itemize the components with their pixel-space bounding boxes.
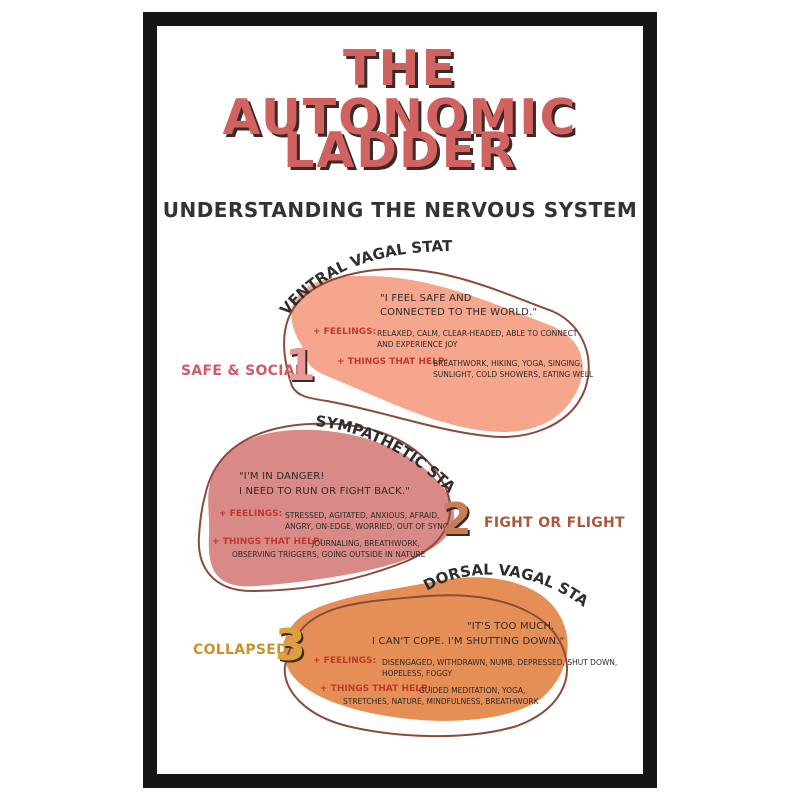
feelings-3-line-1: DISENGAGED, WITHDRAWN, NUMB, DEPRESSED, … (382, 658, 618, 667)
ventral-blob (291, 275, 583, 432)
feelings-label-2: + FEELINGS: (219, 509, 283, 519)
help-row-2: + THINGS THAT HELP: (212, 536, 323, 548)
subtitle: UNDERSTANDING THE NERVOUS SYSTEM (162, 198, 638, 222)
sympathetic-blob (208, 429, 454, 587)
number-1: 1 (285, 340, 316, 391)
blob-shapes: VENTRAL VAGAL STATE SYMPATHETIC STATE DO… (157, 26, 592, 738)
feelings-label-1: + FEELINGS: (313, 327, 377, 337)
quote-3-line-2: I CAN'T COPE. I'M SHUTTING DOWN." (372, 636, 565, 647)
help-2-line-2: OBSERVING TRIGGERS, GOING OUTSIDE IN NAT… (232, 550, 426, 559)
help-label-1: + THINGS THAT HELP: (337, 357, 449, 367)
feelings-label-3: + FEELINGS: (313, 656, 377, 666)
feelings-row-1: + FEELINGS: (313, 326, 376, 338)
help-row-3: + THINGS THAT HELP: (320, 683, 431, 695)
quote-1-line-2: CONNECTED TO THE WORLD." (380, 307, 538, 318)
feelings-1-line-2: AND EXPERIENCE JOY (377, 340, 458, 349)
help-1-line-2: SUNLIGHT, COLD SHOWERS, EATING WELL (433, 370, 594, 379)
help-label-3: + THINGS THAT HELP: (320, 684, 432, 694)
feelings-3-line-2: HOPELESS, FOGGY (382, 669, 453, 678)
title-line-2: LADDER (283, 122, 517, 179)
poster: VENTRAL VAGAL STATE SYMPATHETIC STATE DO… (157, 26, 643, 774)
help-1-line-1: BREATHWORK, HIKING, YOGA, SINGING, (433, 359, 583, 368)
feelings-row-3: + FEELINGS: (313, 655, 376, 667)
quote-2-line-1: "I'M IN DANGER! (239, 471, 325, 482)
quote-3-line-1: "IT'S TOO MUCH. (467, 621, 555, 632)
dorsal-outline (283, 594, 568, 738)
help-3-line-2: STRETCHES, NATURE, MINDFULNESS, BREATHWO… (343, 697, 539, 706)
safe-social-label: SAFE & SOCIAL (181, 363, 305, 379)
feelings-row-2: + FEELINGS: (219, 508, 282, 520)
quote-1-line-1: "I FEEL SAFE AND (380, 293, 472, 304)
title-line-1: THE AUTONOMIC (222, 40, 578, 146)
sympathetic-outline (197, 422, 452, 593)
feelings-2-line-2: ANGRY, ON-EDGE, WORRIED, OUT OF SYNC (285, 522, 449, 531)
number-3: 3 (275, 620, 306, 671)
collapsed-label: COLLAPSED (193, 642, 289, 658)
feelings-2-line-1: STRESSED, AGITATED, ANXIOUS, AFRAID, (285, 511, 440, 520)
feelings-1-line-1: RELAXED, CALM, CLEAR-HEADED, ABLE TO CON… (377, 329, 578, 338)
help-row-1: + THINGS THAT HELP: (337, 356, 448, 368)
help-2-line-1: JOURNALING, BREATHWORK, (312, 539, 420, 548)
help-label-2: + THINGS THAT HELP: (212, 537, 324, 547)
fight-flight-label: FIGHT OR FLIGHT (484, 515, 625, 531)
number-2: 2 (441, 494, 472, 545)
quote-2-line-2: I NEED TO RUN OR FIGHT BACK." (239, 486, 411, 497)
help-3-line-1: GUIDED MEDITATION, YOGA, (419, 686, 526, 695)
ventral-outline (283, 268, 590, 438)
dorsal-blob (283, 577, 568, 721)
